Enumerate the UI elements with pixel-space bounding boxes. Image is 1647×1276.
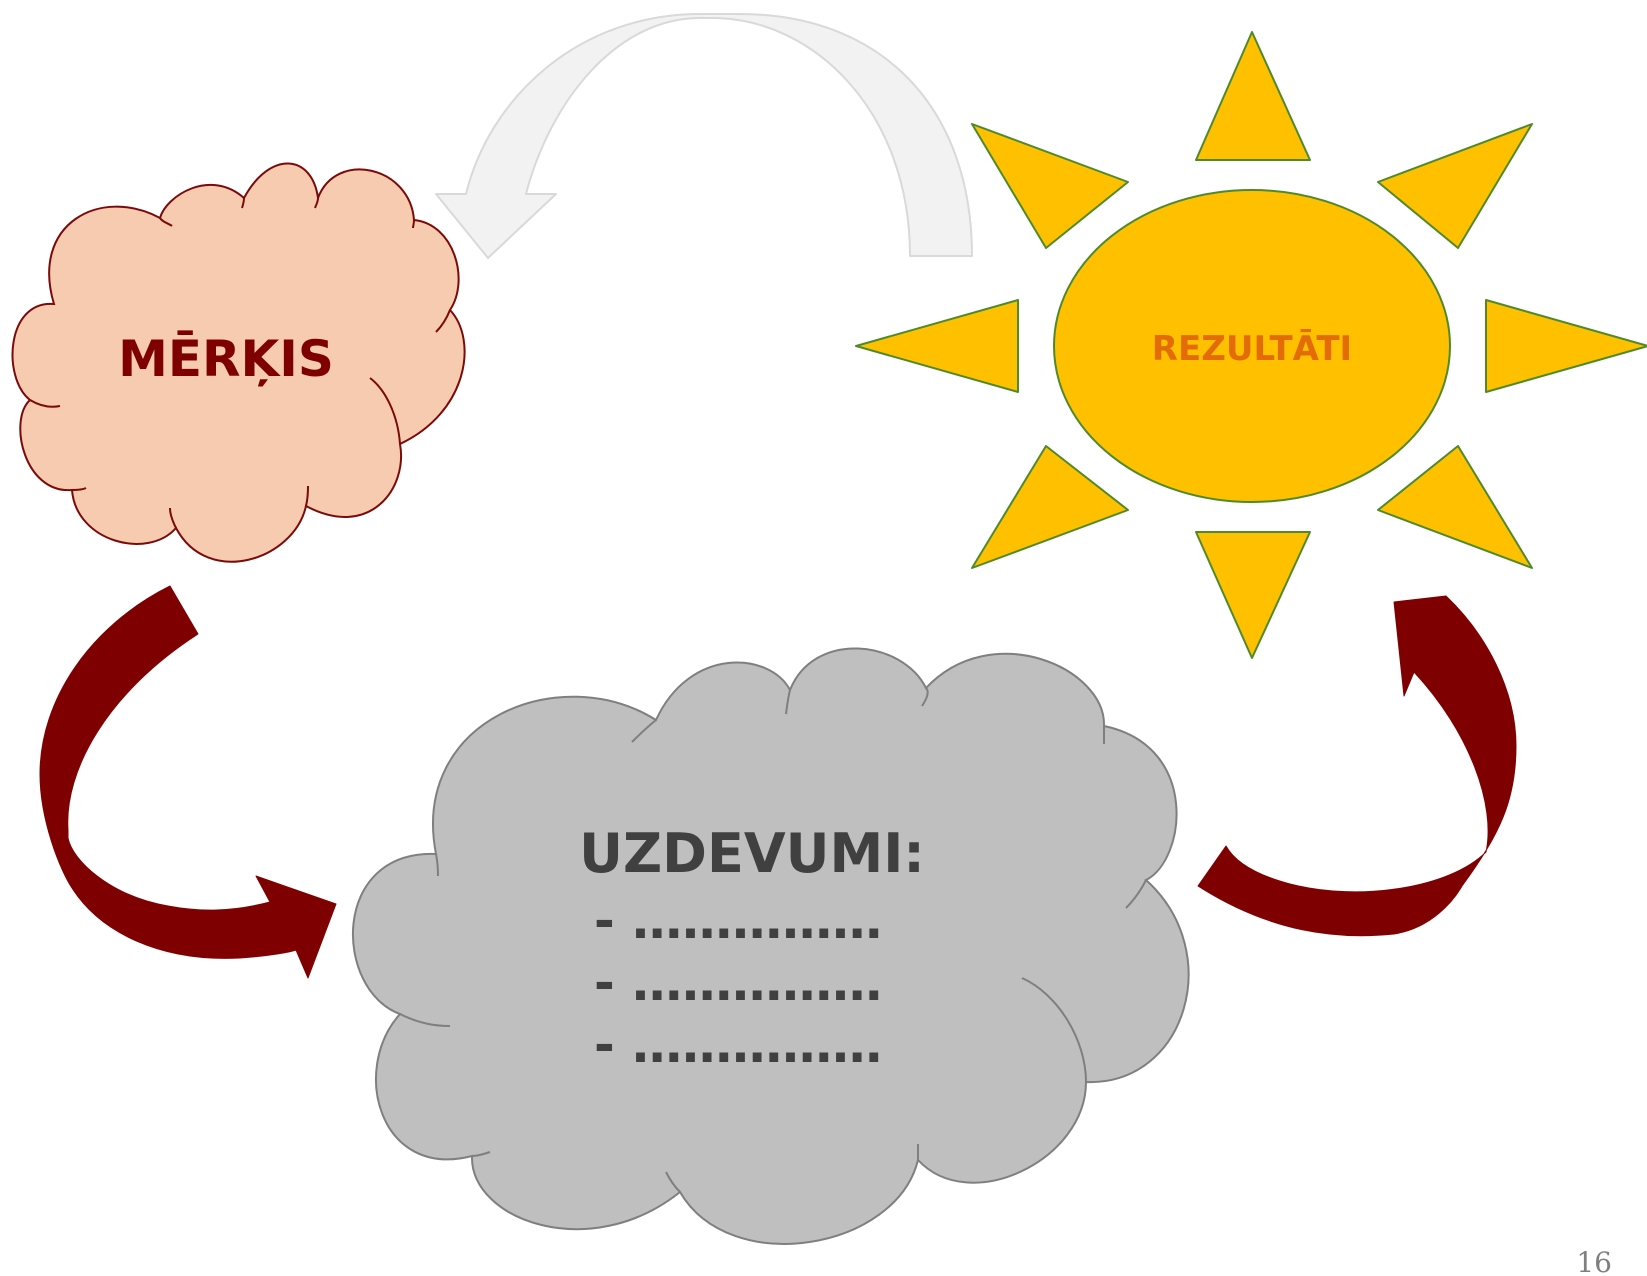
sun-ray-bottom-right	[1377, 445, 1533, 569]
sun-ray-top	[1195, 31, 1311, 161]
tasks-item-3: - ……………	[594, 1016, 882, 1074]
arrow-tasks-to-results	[1197, 595, 1517, 937]
arrow-goal-to-tasks	[39, 585, 337, 979]
results-label: REZULTĀTI	[1152, 329, 1352, 369]
goal-cloud-shape	[11, 162, 466, 563]
goal-cloud-detail	[29, 197, 451, 529]
tasks-cloud-shape	[351, 647, 1190, 1245]
sun-ray-bottom-left	[971, 445, 1129, 569]
sun-ray-top-right	[1377, 123, 1533, 249]
tasks-title: UZDEVUMI:	[579, 822, 925, 885]
sun-ray-right	[1485, 299, 1647, 393]
tasks-cloud-detail	[399, 687, 1147, 1193]
tasks-item-2: - ……………	[594, 954, 882, 1012]
tasks-node: UZDEVUMI: - …………… - …………… - ……………	[351, 647, 1190, 1245]
sun-core	[1053, 189, 1451, 503]
tasks-item-1: - ……………	[594, 892, 882, 950]
sun-ray-top-left	[971, 123, 1129, 249]
goal-node: MĒRĶIS	[11, 162, 466, 563]
goal-label: MĒRĶIS	[118, 330, 334, 388]
sun-ray-bottom	[1195, 531, 1311, 659]
arrow-results-to-goal	[435, 13, 973, 259]
results-node: REZULTĀTI	[855, 31, 1647, 659]
page-number: 16	[1576, 1246, 1612, 1276]
sun-ray-left	[855, 299, 1019, 393]
